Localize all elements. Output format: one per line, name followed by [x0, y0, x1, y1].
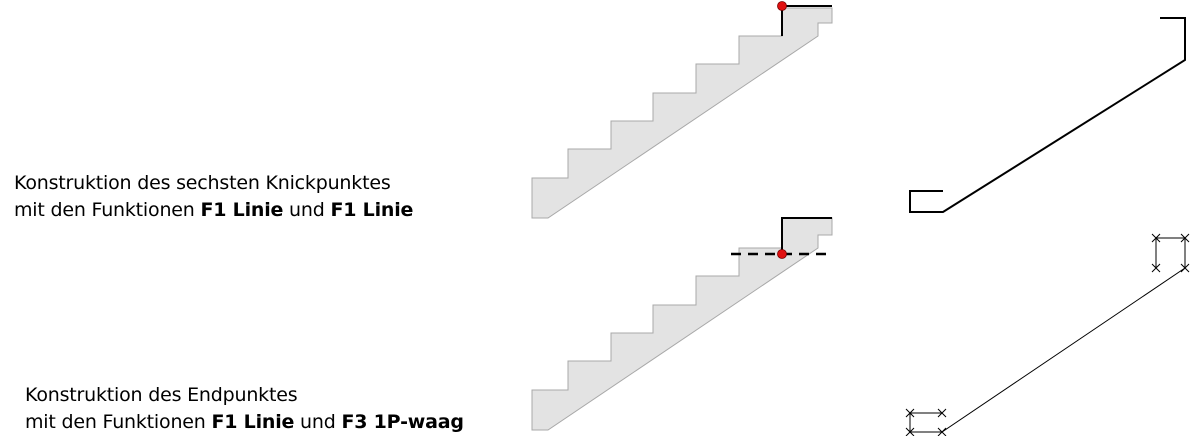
cross-marker	[905, 408, 915, 418]
function-name-2: F1 Linie	[330, 199, 414, 221]
construction-line-bottom	[781, 217, 832, 254]
endpunkt-marker	[777, 249, 787, 259]
caption-sixth-knickpunkt: Konstruktion des sechsten Knickpunktes m…	[14, 170, 413, 224]
cross-marker	[1180, 233, 1190, 243]
knickpunkt-marker	[777, 1, 787, 11]
caption-prefix: mit den Funktionen	[25, 411, 212, 433]
stair-profile-top	[531, 7, 833, 219]
cross-marker	[905, 427, 915, 436]
caption-joiner: und	[283, 199, 331, 221]
cross-marker	[937, 408, 947, 418]
caption-prefix: mit den Funktionen	[14, 199, 201, 221]
stair-section-top	[531, 1, 833, 219]
caption-joiner: und	[294, 411, 342, 433]
polyline-outline-bottom	[905, 233, 1190, 436]
point-cross-markers	[905, 233, 1190, 436]
caption-line-1: Konstruktion des Endpunktes	[25, 384, 298, 406]
polyline-bottom	[909, 237, 1186, 433]
cross-marker	[1151, 233, 1161, 243]
polyline-top	[909, 17, 1186, 213]
stair-profile-bottom	[531, 217, 833, 431]
cross-marker	[1180, 263, 1190, 273]
polyline-outline-top	[909, 17, 1186, 213]
caption-line-2: mit den Funktionen F1 Linie und F3 1P-wa…	[25, 409, 464, 436]
function-name-2: F3 1P-waag	[341, 411, 464, 433]
caption-line-2: mit den Funktionen F1 Linie und F1 Linie	[14, 197, 413, 224]
cross-marker	[937, 427, 947, 436]
caption-line-1: Konstruktion des sechsten Knickpunktes	[14, 172, 391, 194]
stair-section-bottom	[531, 217, 833, 431]
function-name-1: F1 Linie	[211, 411, 295, 433]
function-name-1: F1 Linie	[200, 199, 284, 221]
cross-marker	[1151, 263, 1161, 273]
caption-endpunkt: Konstruktion des Endpunktes mit den Funk…	[25, 382, 464, 436]
